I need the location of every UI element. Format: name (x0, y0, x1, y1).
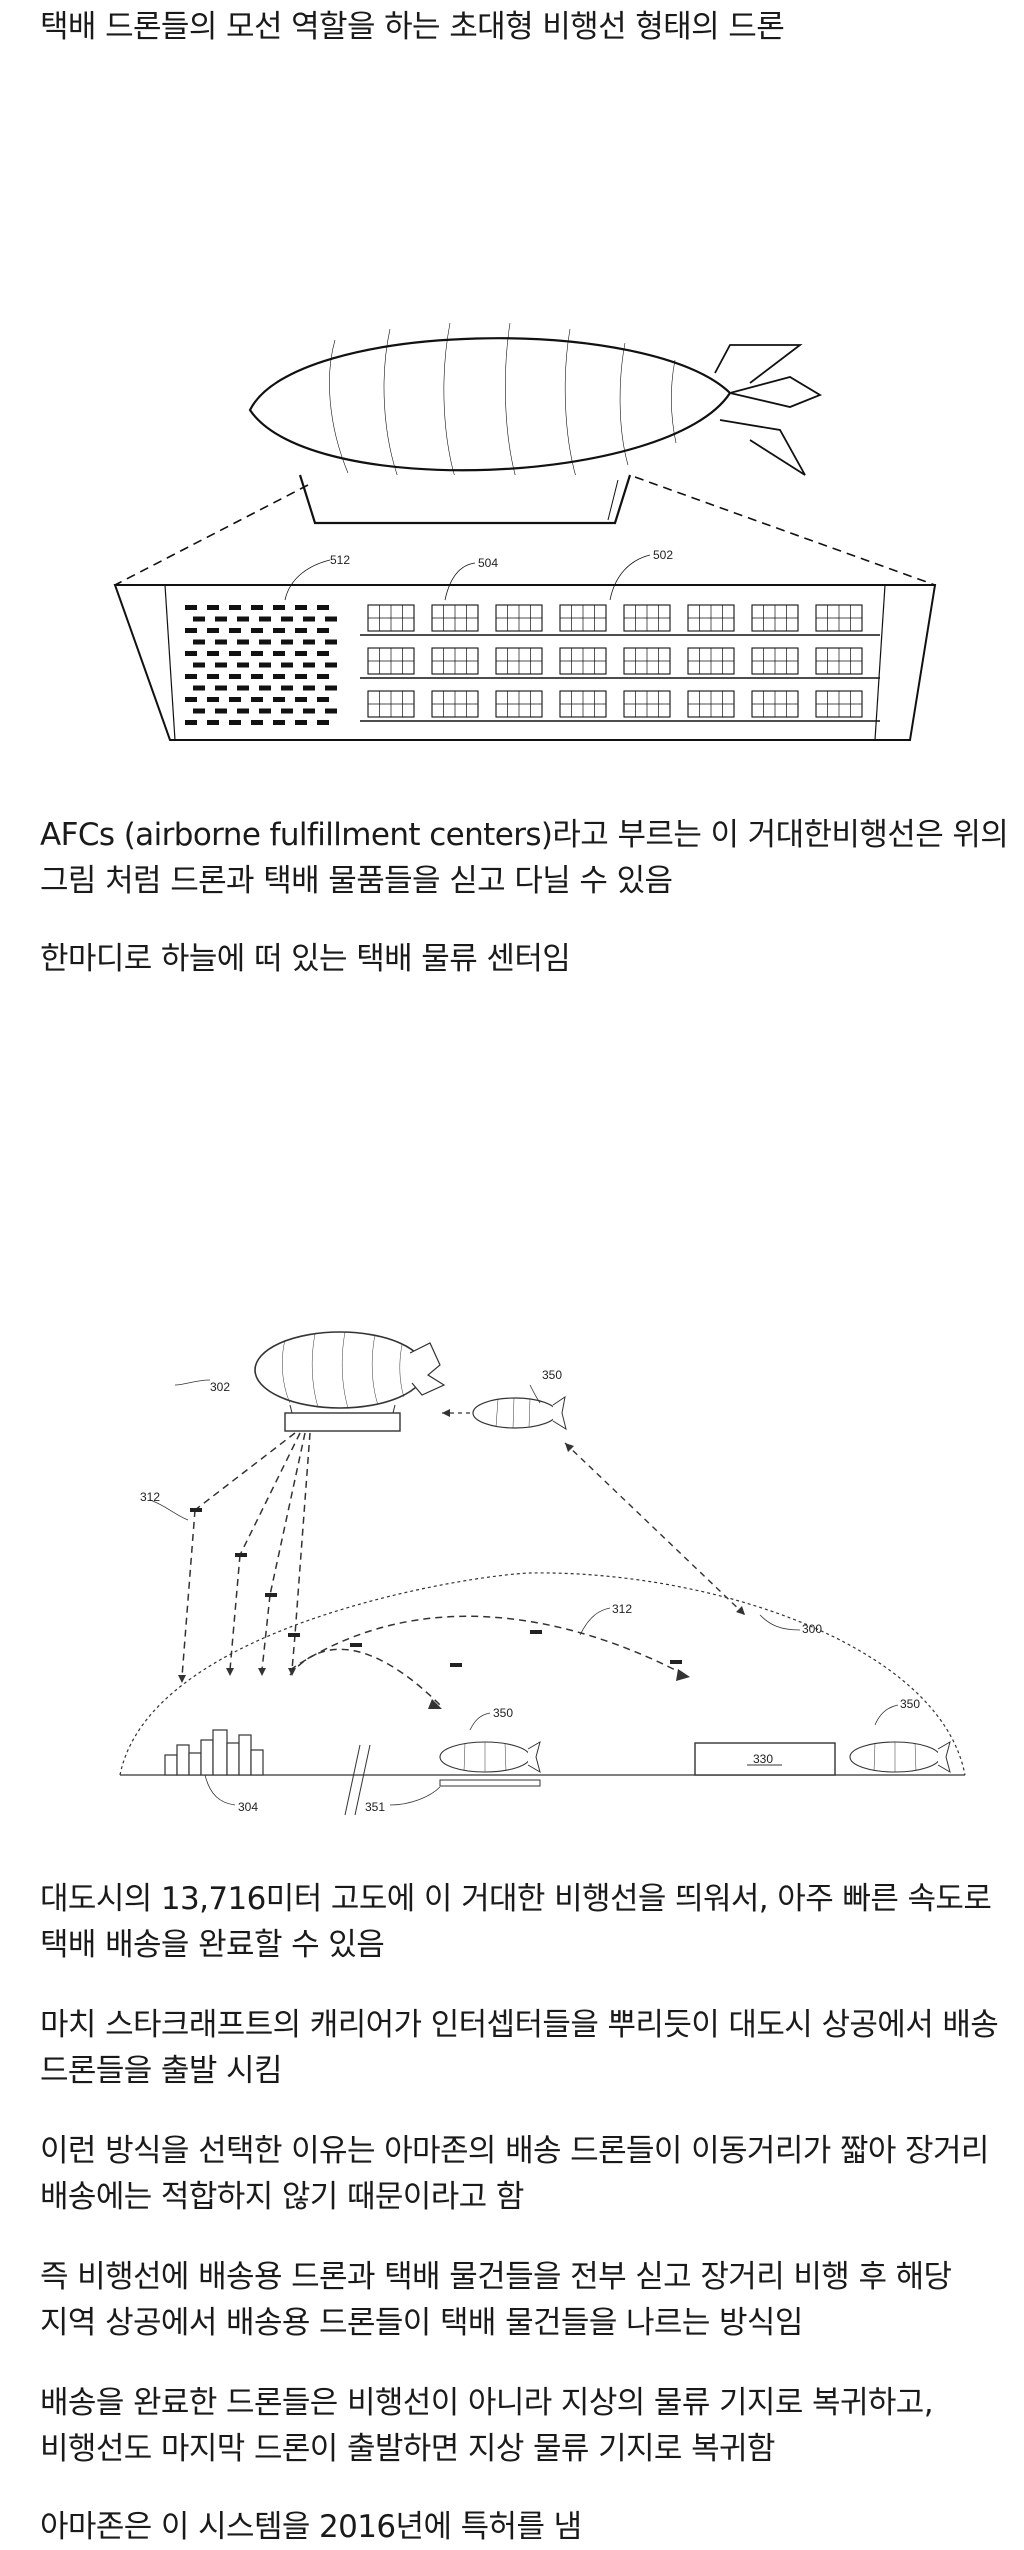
body-text: AFCs (airborne fulfillment centers)라고 부르… (40, 817, 1009, 899)
figure-label: 330 (753, 1752, 773, 1766)
body-text: 아마존은 이 시스템을 2016년에 특허를 냄 (40, 2509, 582, 2545)
figure-label: 300 (802, 1622, 822, 1636)
figure-label: 512 (330, 553, 350, 567)
body-text: 배송을 완료한 드론들은 비행선이 아니라 지상의 물류 기지로 복귀하고, 비… (40, 2385, 934, 2467)
heading-text: 택배 드론들의 모선 역할을 하는 초대형 비행선 형태의 드론 (40, 9, 785, 45)
body-text: 이런 방식을 선택한 이유는 아마존의 배송 드론들이 이동거리가 짧아 장거리… (40, 2133, 989, 2215)
figure-label: 504 (478, 556, 498, 570)
body-text: 마치 스타크래프트의 캐리어가 인터셉터들을 뿌리듯이 대도시 상공에서 배송 … (40, 2007, 999, 2089)
figure-label: 312 (612, 1602, 632, 1616)
figure-label: 350 (542, 1368, 562, 1382)
figure-label: 312 (140, 1490, 160, 1504)
delivery-scheme-figure: 302 350 312 312 300 350 350 330 304 351 (110, 1325, 970, 1825)
figure-label: 304 (238, 1800, 258, 1814)
body-text: 즉 비행선에 배송용 드론과 택배 물건들을 전부 싣고 장거리 비행 후 해당… (40, 2259, 952, 2341)
figure-label: 351 (365, 1800, 385, 1814)
figure-label: 502 (653, 548, 673, 562)
figure-label: 350 (493, 1706, 513, 1720)
body-text: 대도시의 13,716미터 고도에 이 거대한 비행선을 띄워서, 아주 빠른 … (40, 1881, 992, 1963)
body-text: 한마디로 하늘에 떠 있는 택배 물류 센터임 (40, 941, 571, 977)
figure-label: 302 (210, 1380, 230, 1394)
airship-hangar-figure: 512 504 502 (110, 315, 940, 755)
figure-label: 350 (900, 1697, 920, 1711)
